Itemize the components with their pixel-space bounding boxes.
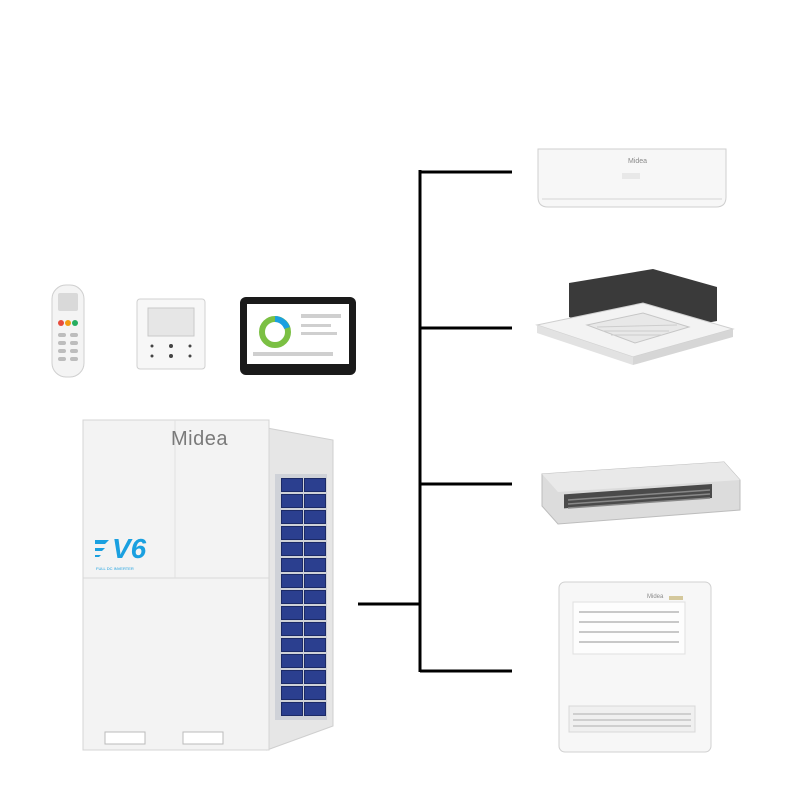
grille-vent — [304, 638, 326, 652]
grille-vent — [304, 702, 326, 716]
grille-vent — [304, 558, 326, 572]
duct-unit-icon — [541, 461, 741, 525]
grille-vent — [281, 510, 303, 524]
grille-vent — [281, 702, 303, 716]
wall-mounted-unit-icon: Midea — [537, 148, 727, 208]
fan-grille — [279, 476, 326, 720]
grille-vent — [304, 686, 326, 700]
brand-logo-console: Midea — [647, 594, 664, 600]
grille-vent — [304, 526, 326, 540]
grille-vent — [304, 510, 326, 524]
grille-vent — [281, 542, 303, 556]
grille-vent — [281, 526, 303, 540]
grille-vent — [281, 638, 303, 652]
grille-vent — [304, 670, 326, 684]
grille-vent — [281, 494, 303, 508]
remote-controller-icon — [51, 284, 85, 378]
grille-vent — [304, 590, 326, 604]
model-badge-text: V6 — [112, 533, 147, 564]
grille-vent — [281, 574, 303, 588]
grille-vent — [304, 654, 326, 668]
grille-vent — [281, 606, 303, 620]
grille-vent — [304, 606, 326, 620]
grille-vent — [281, 670, 303, 684]
grille-vent — [304, 542, 326, 556]
grille-vent — [281, 558, 303, 572]
touch-screen-controller-icon — [240, 297, 356, 375]
grille-vent — [304, 622, 326, 636]
grille-vent — [304, 574, 326, 588]
brand-logo-outdoor: Midea — [171, 428, 228, 450]
wall-controller-icon — [136, 298, 206, 370]
brand-logo-wall: Midea — [628, 158, 647, 165]
grille-vent — [281, 590, 303, 604]
badge-tagline: FULL DC INVERTER — [96, 566, 134, 571]
grille-vent — [281, 622, 303, 636]
grille-vent — [281, 478, 303, 492]
grille-vent — [304, 494, 326, 508]
floor-console-unit-icon: Midea — [558, 581, 712, 753]
cassette-unit-icon — [535, 269, 735, 365]
grille-vent — [281, 654, 303, 668]
grille-vent — [281, 686, 303, 700]
v6-badge — [95, 540, 109, 557]
grille-vent — [304, 478, 326, 492]
